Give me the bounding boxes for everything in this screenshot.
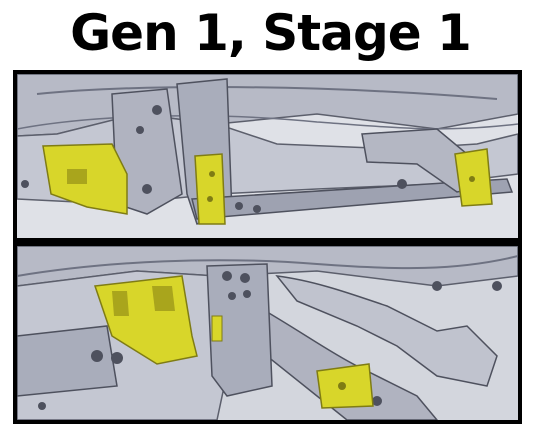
page-title: Gen 1, Stage 1	[70, 4, 472, 62]
top-render	[13, 70, 522, 242]
frame-render-image	[17, 74, 518, 238]
frame-render-image	[17, 246, 518, 420]
bottom-render	[13, 242, 522, 424]
